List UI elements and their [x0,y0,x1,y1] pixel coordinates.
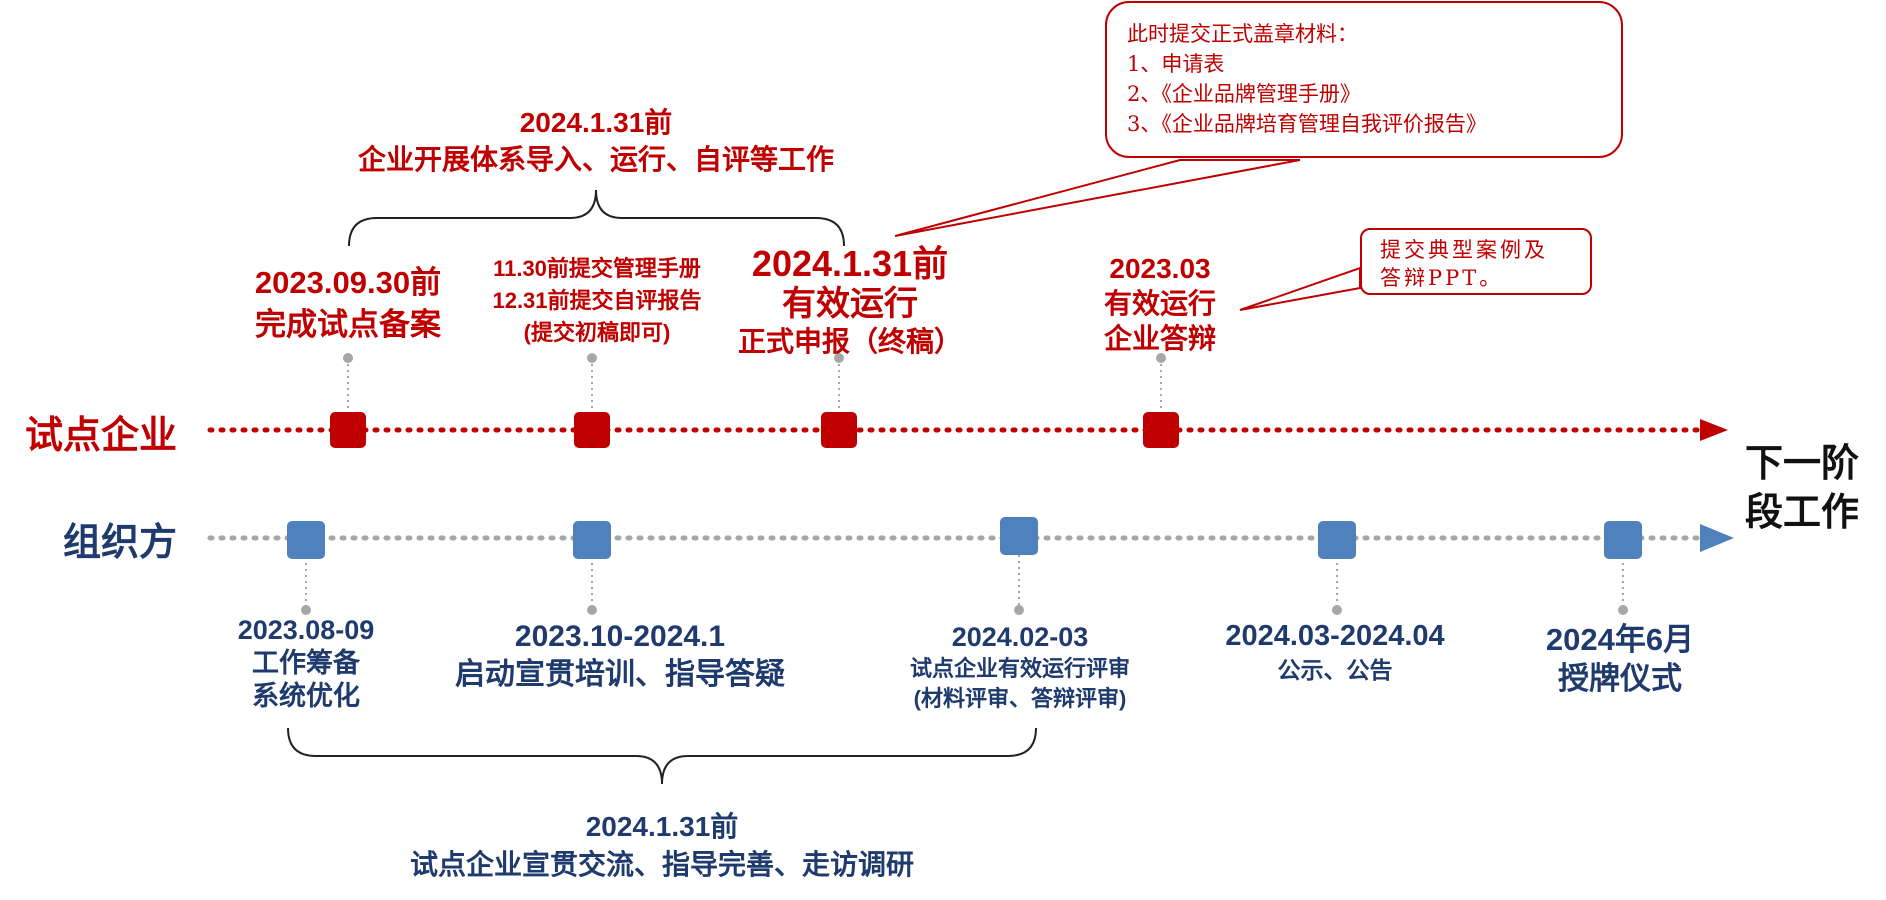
organizer-marker-2 [573,521,611,615]
defense-callout-line: 答辩PPT。 [1380,266,1504,290]
enterprise-track-arrow [1700,419,1728,441]
organizer-marker-4 [1318,521,1356,615]
bottom-brace-date: 2024.1.31前 [585,811,739,842]
milestone-line: 企业答辩 [1103,323,1216,354]
bottom-brace [287,727,1037,785]
organizer-marker-1 [287,521,325,615]
milestone-line: 系统优化 [252,681,360,711]
top-brace-text: 企业开展体系导入、运行、自评等工作 [357,144,834,175]
enterprise-track-label: 试点企业 [25,415,178,457]
organizer-marker-5 [1604,521,1642,615]
materials-callout: 此时提交正式盖章材料： 1、申请表 2、《企业品牌管理手册》 3、《企业品牌培育… [1105,1,1623,158]
enterprise-milestone-3: 2024.1.31前 有效运行 正式申报（终稿） [700,244,1000,360]
next-stage-line: 段工作 [1745,492,1860,535]
milestone-line: 授牌仪式 [1558,661,1682,696]
organizer-marker-3 [1000,517,1038,615]
milestone-line: 2024.02-03 [951,622,1089,652]
enterprise-milestone-1: 2023.09.30前 完成试点备案 [218,262,478,346]
milestone-line: (材料评审、答辩评审) [913,686,1127,711]
enterprise-marker-3 [821,353,857,448]
next-stage-line: 下一阶 [1745,443,1860,485]
organizer-track-label: 组织方 [63,522,178,564]
milestone-line: 2024年6月 [1545,622,1695,657]
milestone-line: 2023.09.30前 [254,265,442,300]
enterprise-marker-4 [1143,353,1179,448]
bottom-brace-text: 试点企业宣贯交流、指导完善、走访调研 [409,849,914,880]
organizer-milestone-5: 2024年6月 授牌仪式 [1520,620,1720,698]
top-brace-caption: 2024.1.31前 企业开展体系导入、运行、自评等工作 [296,104,896,178]
organizer-track-arrow [1700,524,1734,552]
materials-callout-title: 此时提交正式盖章材料： [1127,22,1358,46]
milestone-line: 2024.03-2024.04 [1225,620,1445,652]
milestone-line: 2023.08-09 [237,615,375,645]
materials-callout-item: 3、《企业品牌培育管理自我评价报告》 [1127,112,1487,136]
defense-callout: 提交典型案例及 答辩PPT。 [1360,228,1592,295]
materials-callout-item: 1、申请表 [1127,52,1225,76]
milestone-line: 2024.1.31前 [751,243,949,284]
top-brace-date: 2024.1.31前 [519,107,673,138]
milestone-line: 2023.03 [1109,253,1211,284]
top-brace [348,189,845,247]
materials-callout-pointer [894,159,1301,237]
milestone-line: 试点企业有效运行评审 [909,656,1130,681]
organizer-milestone-4: 2024.03-2024.04 公示、公告 [1195,618,1475,686]
milestone-line: 完成试点备案 [255,307,441,342]
next-stage-label: 下一阶 段工作 [1745,440,1859,539]
bottom-brace-caption: 2024.1.31前 试点企业宣贯交流、指导完善、走访调研 [332,808,992,884]
milestone-line: 有效运行 [782,285,918,323]
milestone-line: 公示、公告 [1277,657,1393,683]
milestone-line: 11.30前提交管理手册 [493,256,701,281]
milestone-line: 启动宣贯培训、指导答疑 [455,658,785,691]
milestone-line: 有效运行 [1103,288,1216,319]
organizer-milestone-2: 2023.10-2024.1 启动宣贯培训、指导答疑 [420,618,820,694]
enterprise-marker-2 [574,353,610,448]
enterprise-marker-1 [330,353,366,448]
milestone-line: 工作筹备 [252,648,360,678]
enterprise-milestone-2: 11.30前提交管理手册 12.31前提交自评报告 (提交初稿即可) [452,253,742,349]
materials-callout-item: 2、《企业品牌管理手册》 [1127,82,1361,106]
milestone-line: 12.31前提交自评报告 [492,288,702,313]
milestone-line: 2023.10-2024.1 [514,620,726,653]
milestone-line: (提交初稿即可) [523,320,671,345]
defense-callout-line: 提交典型案例及 [1380,238,1548,262]
organizer-milestone-1: 2023.08-09 工作筹备 系统优化 [196,614,416,713]
enterprise-milestone-4: 2023.03 有效运行 企业答辩 [1060,251,1260,356]
organizer-milestone-3: 2024.02-03 试点企业有效运行评审 (材料评审、答辩评审) [870,620,1170,714]
milestone-line: 正式申报（终稿） [737,326,962,357]
